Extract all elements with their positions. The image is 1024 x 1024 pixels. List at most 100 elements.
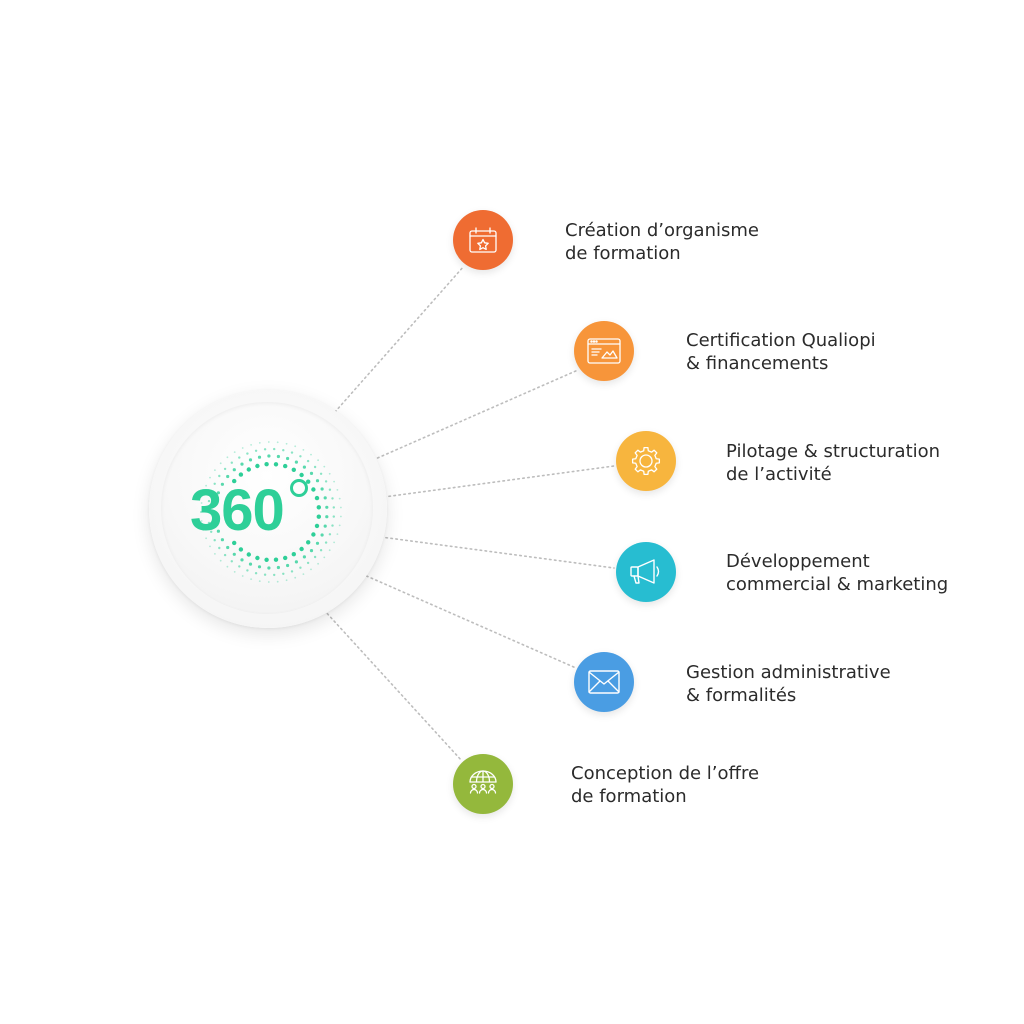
hub-ring-dot xyxy=(241,447,244,449)
hub-ring-dot xyxy=(299,455,302,458)
hub-ring-dot xyxy=(286,456,290,461)
hub-ring-dot xyxy=(306,561,310,565)
hub-ring-dot xyxy=(324,480,328,483)
hub-ring-dot xyxy=(331,497,334,500)
hub-ring-dot xyxy=(233,451,236,453)
node-pilotage[interactable] xyxy=(616,431,676,491)
hub-ring-dot xyxy=(315,541,320,545)
hub-ring-dot xyxy=(216,529,220,533)
node-certification[interactable] xyxy=(574,321,634,381)
hub-ring-dot xyxy=(294,460,298,464)
calendar-star-icon xyxy=(469,227,497,253)
globe-people-icon xyxy=(469,770,497,794)
hub-ring-dot xyxy=(328,472,331,475)
hub-ring-dot xyxy=(306,540,311,545)
node-conception[interactable] xyxy=(453,754,513,814)
hub-ring-dot xyxy=(219,559,222,562)
hub-ring-dot xyxy=(285,442,288,445)
hub-ring-dot xyxy=(209,545,211,548)
hub-ring-dot xyxy=(207,499,211,503)
hub-ring-dot xyxy=(210,530,213,533)
label-developpement-line1: Développement xyxy=(726,551,870,572)
hub-ring-dot xyxy=(250,578,253,580)
label-developpement: Développement commercial & marketing xyxy=(726,550,948,596)
hub-ring-dot xyxy=(302,555,306,559)
hub-ring-dot xyxy=(200,520,203,522)
hub-ring-dot xyxy=(320,487,324,491)
hub-ring-dot xyxy=(232,540,237,546)
hub-ring-dot xyxy=(282,572,285,575)
megaphone-icon xyxy=(630,559,660,584)
hub-ring-dot xyxy=(226,474,230,479)
hub-ring-dot xyxy=(216,491,220,495)
browser-window-icon xyxy=(587,338,621,364)
hub-ring-dot xyxy=(246,467,251,472)
hub-ring-dot xyxy=(325,505,329,509)
hub-ring-dot xyxy=(205,484,208,487)
hub-ring-dot xyxy=(273,462,279,467)
hub-ring-dot xyxy=(200,511,202,513)
hub-ring-dot xyxy=(276,580,279,583)
hub-ring-dot xyxy=(311,532,316,537)
hub-ring-dot xyxy=(241,575,244,577)
label-conception-line1: Conception de l’offre xyxy=(571,763,760,784)
hub-ring-dot xyxy=(267,566,271,570)
label-certification-line2: & financements xyxy=(686,353,829,374)
hub-ring-dot xyxy=(238,547,244,552)
gear-icon xyxy=(631,446,661,476)
hub-ring-dot xyxy=(336,533,339,535)
label-conception: Conception de l’offre de formation xyxy=(571,762,759,808)
hub-ring-dot xyxy=(328,533,332,536)
node-developpement[interactable] xyxy=(616,542,676,602)
hub-ring-dot xyxy=(238,456,241,459)
hub-ring-dot xyxy=(214,469,216,471)
hub-ring-dot xyxy=(240,558,244,562)
hub-ring-dot xyxy=(233,571,236,573)
hub-ring-dot xyxy=(230,461,233,464)
label-pilotage-line1: Pilotage & structuration xyxy=(726,441,941,462)
hub-ring-dot xyxy=(299,546,304,552)
hub-ring-dot xyxy=(264,557,269,562)
hub-ring-dot xyxy=(248,458,253,462)
hub-ring-dot xyxy=(299,566,302,569)
hub-ring-dot xyxy=(200,502,203,504)
hub-ring-dot xyxy=(336,489,339,491)
hub-ring-dot xyxy=(273,573,276,577)
hub-ring-dot xyxy=(240,462,244,466)
label-certification-line1: Certification Qualiopi xyxy=(686,330,876,351)
hub-ring-dot xyxy=(294,576,297,579)
hub-ring-dot xyxy=(291,467,296,472)
hub-ring-dot xyxy=(340,515,342,518)
hub-ring-dot xyxy=(219,462,222,465)
hub-ring-dot xyxy=(200,511,202,513)
hub-ring-dot xyxy=(213,539,216,542)
hub-ring-dot xyxy=(246,552,251,557)
hub-ring-dot xyxy=(314,495,320,501)
label-gestion-line2: & formalités xyxy=(686,685,797,706)
label-creation: Création d’organisme de formation xyxy=(565,219,759,265)
hub-ring-dot xyxy=(238,472,244,477)
hub-ring-dot xyxy=(302,449,305,451)
hub-ring-dot xyxy=(333,541,335,544)
hub-ring-dot xyxy=(248,562,253,566)
hub-ring-dot xyxy=(263,448,267,451)
hub-ring-dot xyxy=(310,453,312,456)
hub-ring-dot xyxy=(291,552,296,557)
hub-ring-dot xyxy=(255,555,260,561)
hub-ring-dot xyxy=(267,454,271,458)
hub-ring-dot xyxy=(226,565,229,568)
hub-ring-dot xyxy=(254,449,258,452)
hub-ring-dot xyxy=(338,524,341,527)
connector-line-4 xyxy=(380,536,615,569)
node-creation[interactable] xyxy=(453,210,513,270)
hub-ring-dot xyxy=(202,528,205,531)
hub-ring-dot xyxy=(254,572,258,575)
hub-ring-dot xyxy=(332,506,335,509)
label-developpement-line2: commercial & marketing xyxy=(726,574,949,595)
node-gestion[interactable] xyxy=(574,652,634,712)
hub-ring-dot xyxy=(263,573,267,576)
hub-ring-dot xyxy=(294,445,297,448)
hub-ring-dot xyxy=(310,568,312,571)
hub-ring-dot xyxy=(333,480,335,483)
